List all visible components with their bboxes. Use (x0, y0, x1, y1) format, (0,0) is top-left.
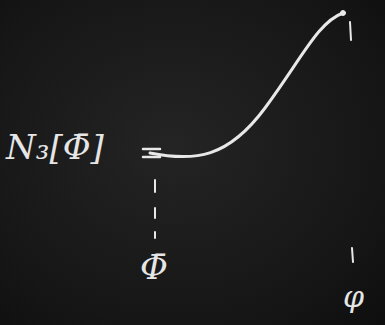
curve (150, 13, 343, 157)
dashed-guide (154, 180, 156, 238)
end-point (341, 11, 346, 16)
axis-label: φ (343, 282, 364, 312)
axis-label: N₃[Φ̄] (6, 130, 104, 164)
axis-value: Φ̄ (140, 250, 168, 284)
dashed-guide (350, 22, 353, 262)
tick-mark (143, 149, 160, 157)
